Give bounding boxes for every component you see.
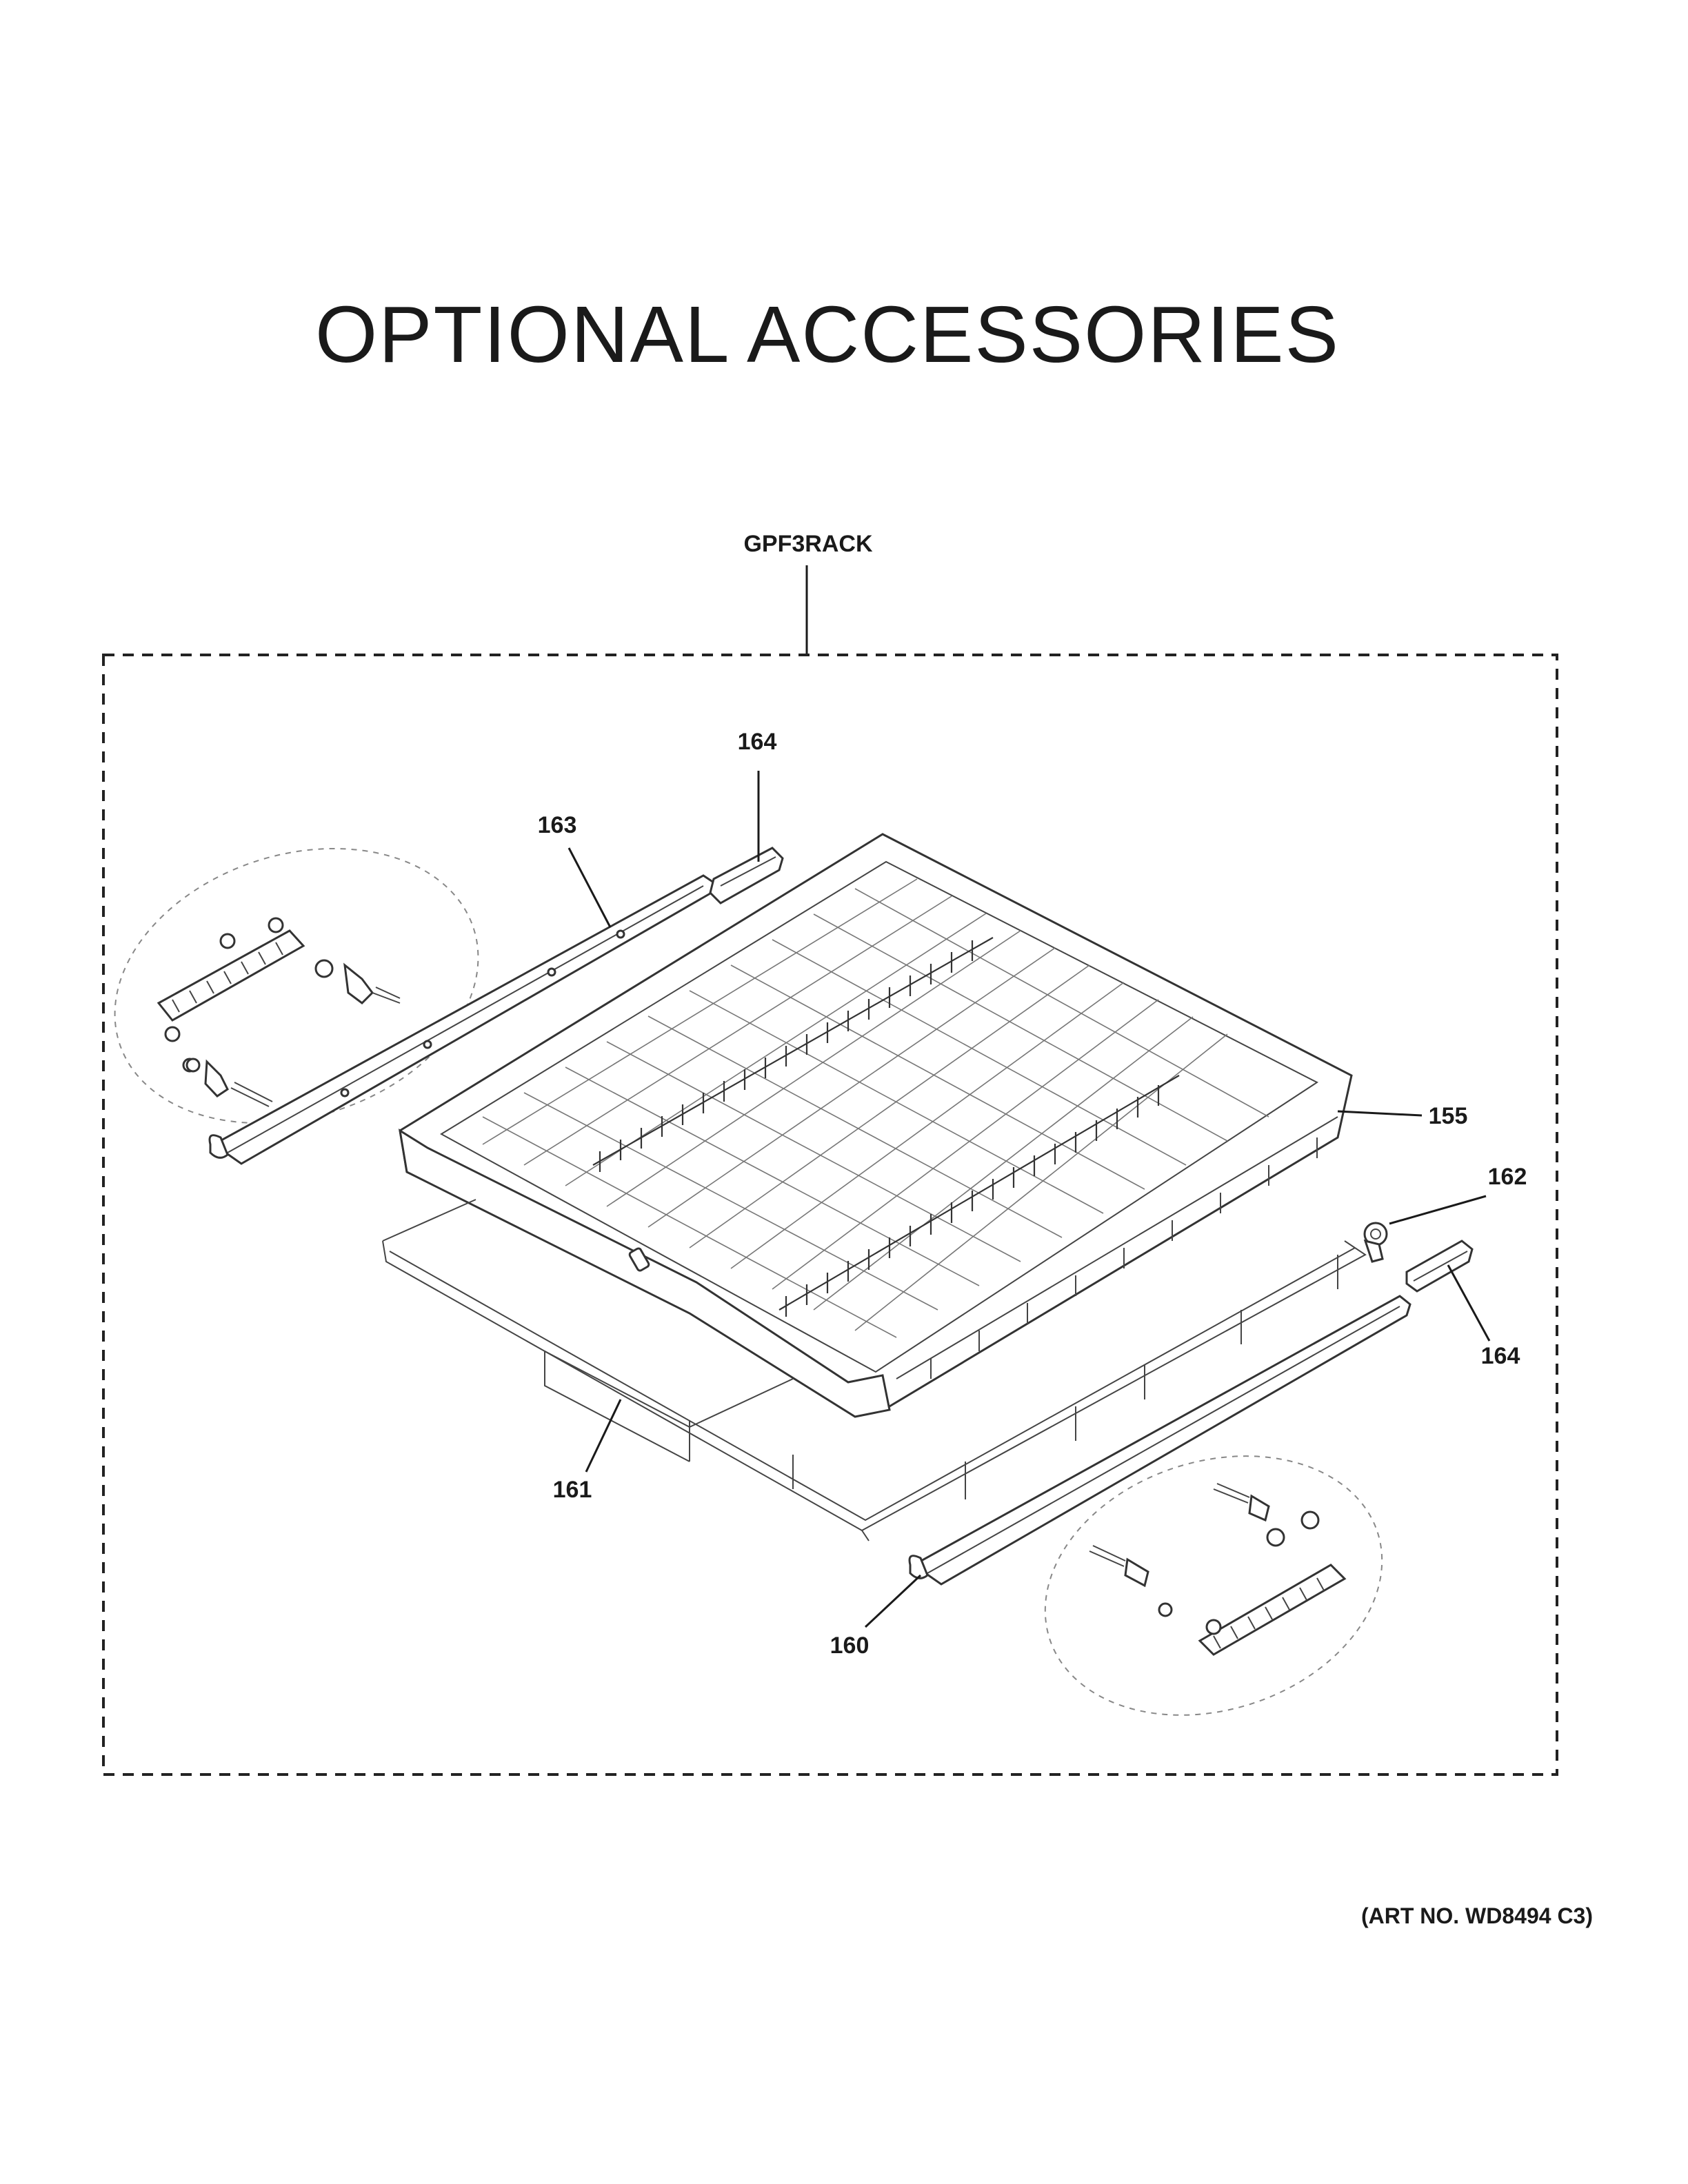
callout-155-leader — [1337, 1110, 1423, 1117]
right-detail-oval — [1044, 1455, 1383, 1716]
clip-164-right — [1405, 1240, 1474, 1293]
rail-160 — [908, 1295, 1411, 1586]
callout-164-top: 164 — [738, 729, 777, 862]
left-roller-bracket — [157, 917, 305, 1073]
rack-155 — [398, 833, 1353, 1418]
callout-160-leader — [864, 1574, 922, 1628]
callout-162-leader — [1389, 1195, 1487, 1225]
clip-164-top — [709, 847, 784, 904]
callout-163-label: 163 — [538, 812, 577, 838]
tine-row-1 — [592, 937, 994, 1172]
left-detail-oval — [114, 847, 479, 1124]
callout-155: 155 — [1337, 1103, 1468, 1129]
rail-163 — [208, 874, 715, 1165]
callout-164-right: 164 — [1447, 1264, 1520, 1369]
art-number: (ART NO. WD8494 C3) — [1361, 1903, 1593, 1928]
left-screw-lower — [185, 1058, 273, 1107]
callout-155-label: 155 — [1429, 1103, 1468, 1129]
page-title: OPTIONAL ACCESSORIES — [315, 290, 1340, 379]
wire-frame-161 — [382, 1199, 1367, 1541]
callout-161: 161 — [553, 1399, 622, 1503]
right-screw-upper — [1213, 1483, 1270, 1522]
callout-160: 160 — [830, 1574, 922, 1659]
tine-row-2 — [778, 1075, 1180, 1317]
callout-161-label: 161 — [553, 1477, 592, 1503]
right-screw-lower — [1089, 1545, 1173, 1617]
kit-boundary — [102, 654, 1558, 1776]
callout-163: 163 — [538, 812, 612, 928]
callout-162: 162 — [1389, 1164, 1527, 1225]
callout-164-right-label: 164 — [1481, 1343, 1520, 1369]
left-screw-upper — [314, 959, 401, 1004]
left-hardware-detail — [114, 847, 479, 1124]
kit-label: GPF3RACK — [743, 531, 872, 557]
callout-161-leader — [585, 1399, 622, 1473]
callout-164-right-leader — [1447, 1264, 1491, 1342]
roller-162 — [1363, 1222, 1388, 1263]
right-hardware-detail — [1044, 1455, 1383, 1716]
right-roller-bracket — [1198, 1510, 1347, 1656]
callout-164-top-label: 164 — [738, 729, 777, 755]
callout-160-label: 160 — [830, 1632, 870, 1659]
callout-162-label: 162 — [1488, 1164, 1527, 1190]
callout-163-leader — [567, 847, 612, 928]
